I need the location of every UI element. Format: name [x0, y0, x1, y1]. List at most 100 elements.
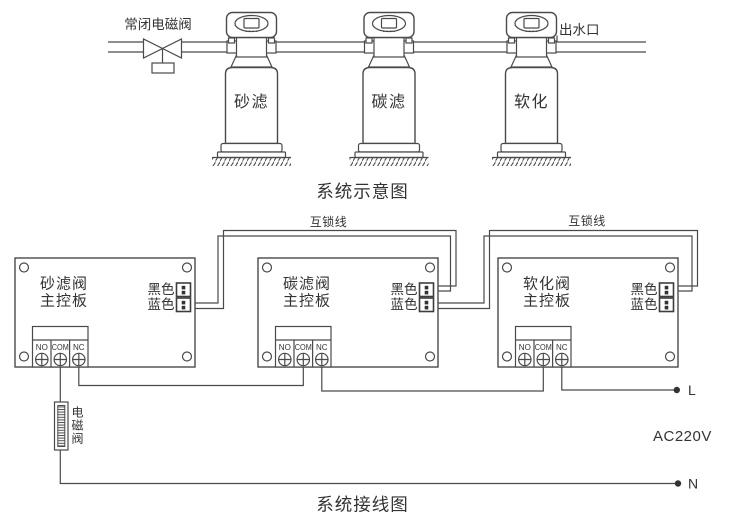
- interlock-label-2: 互锁线: [568, 213, 606, 228]
- control-head-display: [243, 17, 260, 29]
- blue-connector: [175, 297, 192, 313]
- interlock-cable-1: [190, 229, 457, 310]
- valve-column: [235, 36, 268, 58]
- ground-hatch: [349, 157, 429, 166]
- valve-tab-left: [227, 37, 236, 44]
- tank-unit-carbon: 碳滤: [349, 11, 429, 166]
- tank-label: 软化: [514, 93, 549, 111]
- tank-base-upper: [500, 142, 563, 153]
- tank-unit-sand: 砂滤: [212, 11, 291, 166]
- terminal-screws: [34, 352, 86, 367]
- valve-tab-right: [267, 37, 276, 44]
- terminal-block: NO COM NC: [274, 325, 332, 368]
- control-board-carbon: 碳滤阀 主控板 黑色 蓝色 NO COM NC: [257, 257, 439, 368]
- tank-body: [504, 66, 559, 145]
- control-head-buttons: [245, 30, 258, 33]
- black-connector-label: 黑色: [148, 281, 175, 297]
- solenoid-valve-label: 电磁阀: [70, 406, 84, 445]
- tank-base-upper: [357, 142, 421, 153]
- interlock-cable-2: [433, 229, 699, 310]
- wiring-section: 互锁线 互锁线 L N AC220V 砂滤阀 主控板 黑色 蓝色: [14, 213, 712, 515]
- tank-base-lower: [496, 151, 567, 159]
- control-head: [225, 11, 278, 39]
- blue-connector: [418, 297, 435, 313]
- black-connector-label: 黑色: [391, 281, 418, 297]
- terminal-label-no: NO: [279, 343, 291, 352]
- live-terminal-dot: [673, 386, 680, 394]
- board-title-line1: 软化阀: [523, 276, 571, 293]
- corner-hole: [18, 351, 30, 362]
- control-head-face: [371, 14, 407, 33]
- inlet-valve-label: 常闭电磁阀: [124, 17, 192, 32]
- control-board-softener: 软化阀 主控板 黑色 蓝色 NO COM NC: [497, 257, 679, 368]
- black-connector: [418, 282, 435, 298]
- corner-hole: [181, 351, 193, 362]
- terminal-block: NO COM NC: [514, 325, 572, 368]
- terminal-screws: [517, 352, 569, 367]
- blue-connector-label: 蓝色: [631, 296, 658, 312]
- board-title-line2: 主控板: [523, 292, 571, 310]
- corner-hole: [18, 262, 30, 273]
- control-head-buttons: [383, 30, 395, 33]
- corner-hole: [664, 351, 676, 362]
- tank-unit-softener: 软化: [492, 11, 571, 166]
- corner-hole: [261, 262, 273, 273]
- tank-body: [224, 66, 279, 145]
- terminal-label-nc: NC: [316, 343, 328, 352]
- board-title-line1: 碳滤阀: [283, 276, 331, 293]
- blue-connector: [658, 297, 675, 313]
- corner-hole: [501, 262, 513, 273]
- corner-hole: [181, 262, 193, 273]
- wire-solenoid-to-neutral: [59, 450, 678, 485]
- outlet-pipe: [556, 41, 646, 53]
- black-connector: [175, 282, 192, 298]
- solenoid-valve-symbol: [53, 401, 69, 451]
- board-title-line1: 砂滤阀: [40, 276, 88, 293]
- corner-hole: [261, 351, 273, 362]
- terminal-label-nc: NC: [73, 343, 85, 352]
- terminal-screws: [277, 352, 329, 367]
- control-board-sand: 砂滤阀 主控板 黑色 蓝色 NO COM NC: [14, 257, 196, 368]
- pipe-tank1-tank2: [276, 41, 365, 53]
- voltage-label: AC220V: [653, 428, 712, 445]
- wire-nc2-to-com3: [321, 367, 544, 392]
- ground-hatch: [492, 157, 571, 166]
- control-head-display: [523, 17, 540, 29]
- board-title-line2: 主控板: [40, 292, 88, 310]
- terminal-block: NO COM NC: [31, 325, 89, 368]
- terminal-label-no: NO: [36, 343, 48, 352]
- terminal-label-com: COM: [535, 343, 552, 352]
- terminal-label-no: NO: [519, 343, 531, 352]
- wire-nc3-to-live: [561, 367, 677, 391]
- blue-connector-label: 蓝色: [391, 296, 418, 312]
- tank-body: [362, 66, 416, 145]
- pipe-tank2-tank3: [413, 41, 507, 53]
- inlet-solenoid-valve-symbol: [142, 38, 183, 74]
- live-label: L: [688, 382, 696, 398]
- corner-hole: [424, 262, 436, 273]
- control-head-face: [514, 14, 549, 33]
- terminal-label-com: COM: [295, 343, 312, 352]
- valve-tab-left: [507, 37, 516, 44]
- board-title-line2: 主控板: [283, 292, 331, 310]
- control-head: [363, 11, 415, 39]
- control-head-buttons: [525, 30, 538, 33]
- inlet-pipe: [108, 41, 227, 53]
- neutral-terminal-dot: [674, 480, 682, 487]
- tank-base-upper: [220, 142, 283, 153]
- control-head-display: [380, 17, 398, 29]
- outlet-label: 出水口: [559, 23, 600, 38]
- corner-hole: [424, 351, 436, 362]
- control-head-face: [234, 14, 269, 33]
- valve-tab-right: [405, 37, 413, 44]
- interlock-label-1: 互锁线: [310, 214, 348, 229]
- valve-tab-right: [547, 37, 556, 44]
- control-head: [505, 11, 558, 39]
- neutral-label: N: [688, 476, 698, 492]
- schematic-section: 常闭电磁阀 出水口 砂滤: [108, 11, 646, 202]
- blue-connector-label: 蓝色: [148, 296, 175, 312]
- black-connector: [658, 282, 675, 298]
- valve-column: [373, 36, 405, 58]
